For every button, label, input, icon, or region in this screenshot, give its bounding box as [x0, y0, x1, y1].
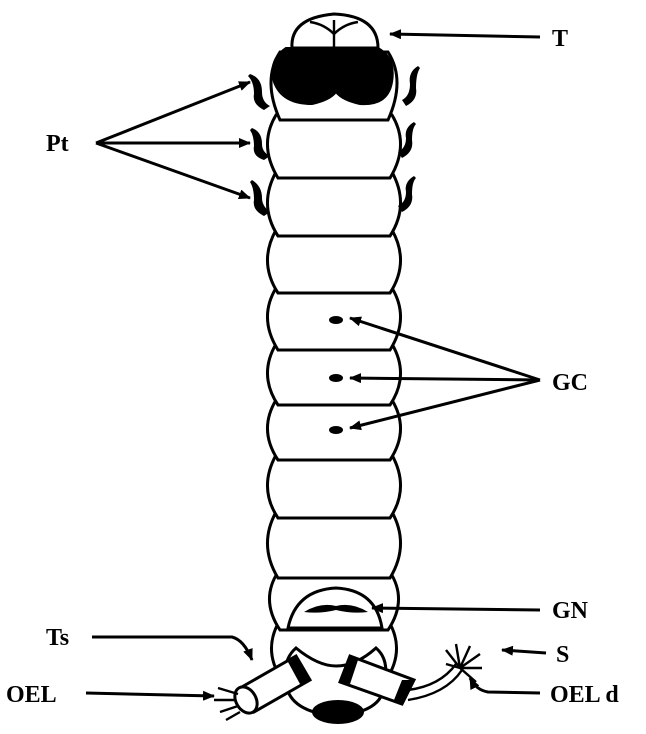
label-Pt: Pt	[46, 131, 69, 157]
sensillum	[446, 644, 482, 682]
gc-dot-2	[329, 374, 343, 382]
oel-duct	[408, 664, 462, 700]
body-segments	[267, 52, 400, 680]
segment-5	[267, 230, 400, 293]
segment-9	[267, 455, 400, 518]
gc-dot-3	[329, 426, 343, 434]
segment-10	[267, 512, 400, 578]
gc-dot-1	[329, 316, 343, 324]
head-capsule	[292, 14, 378, 48]
prothoracic-shield	[273, 48, 393, 104]
label-S: S	[556, 642, 569, 668]
label-GN: GN	[552, 598, 589, 624]
label-Ts: Ts	[46, 625, 69, 651]
label-T: T	[552, 26, 568, 52]
segment-3	[267, 115, 400, 178]
segment-4	[267, 172, 400, 236]
label-GC: GC	[552, 370, 588, 396]
label-OEL: OEL	[6, 682, 57, 708]
label-OEL-d: OEL d	[550, 682, 619, 708]
anal-opening	[312, 700, 364, 724]
tube-organ-left	[214, 656, 310, 720]
